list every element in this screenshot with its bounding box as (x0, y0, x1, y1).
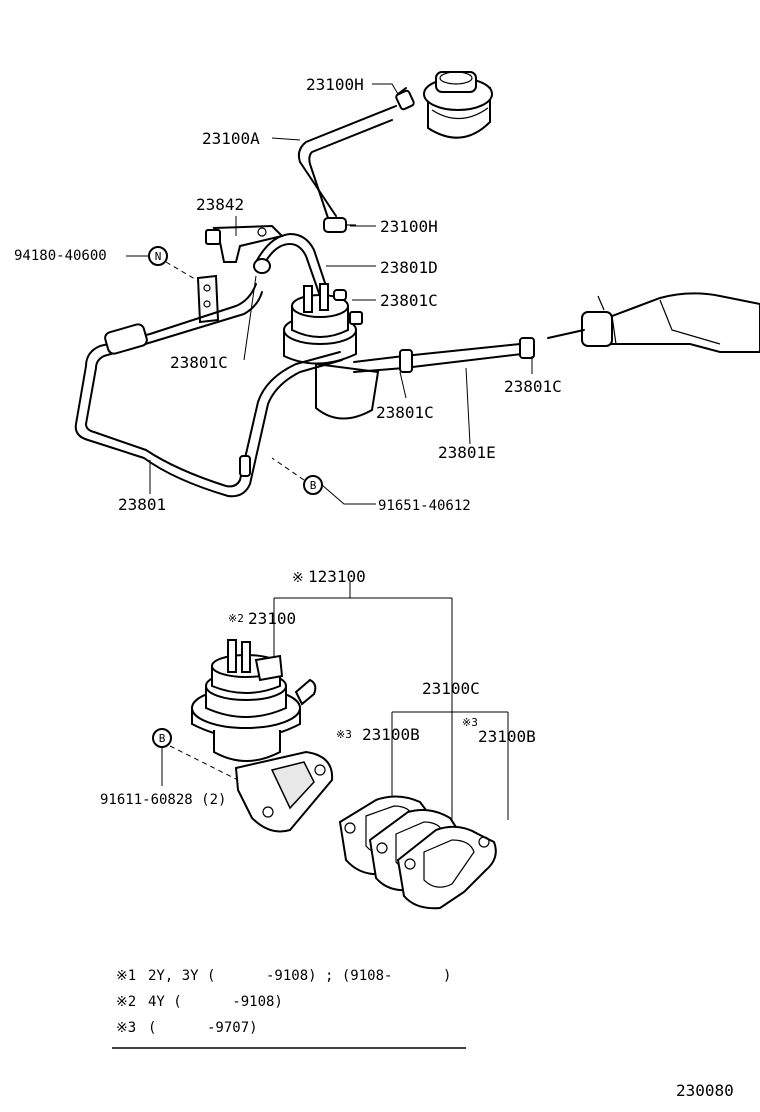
label-23801: 23801 (118, 495, 166, 514)
badge-n: N (148, 246, 168, 266)
badge-b-top: B (303, 475, 323, 495)
label-23100b-2-mark: ※3 (462, 716, 478, 729)
hose-clamp-top (395, 87, 415, 111)
badge-n-text: N (155, 250, 162, 263)
tube-23801d (255, 233, 329, 297)
label-23801e: 23801E (438, 443, 496, 462)
label-91611-60828: 91611-60828 (2) (100, 792, 226, 808)
leader-lines-upper (126, 83, 533, 505)
label-23801c-far-right: 23801C (504, 377, 562, 396)
label-23100c: 23100C (422, 679, 480, 698)
note-2-mark: ※2 (116, 994, 136, 1010)
carburetor-part (547, 292, 760, 353)
label-23100: 23100 (248, 609, 296, 628)
bracket-lower (196, 274, 220, 324)
fuel-pump-lower (191, 639, 334, 833)
label-23801d: 23801D (380, 258, 438, 277)
label-23801c-left: 23801C (170, 353, 228, 372)
label-91651-40612: 91651-40612 (378, 498, 471, 514)
label-23801c-lower: 23801C (376, 403, 434, 422)
hose-clamp-mid (323, 217, 356, 233)
label-23100b-2: 23100B (478, 727, 536, 746)
badge-b-bottom-text: B (159, 732, 166, 745)
badge-b-bottom: B (152, 728, 172, 748)
note-1-mark: ※1 (116, 968, 136, 984)
label-23100b-1: 23100B (362, 725, 420, 744)
bracket-23842 (205, 224, 284, 263)
hose-23100a (297, 105, 397, 219)
badge-b-top-text: B (310, 479, 317, 492)
clip-23801c-left (243, 258, 271, 361)
label-23100h-top: 23100H (306, 75, 364, 94)
label-23100b-1-mark: ※3 (336, 728, 352, 741)
label-23100-mark: ※2 (228, 612, 244, 625)
note-2-text: 4Y ( -9108) (148, 994, 283, 1010)
label-123100: 123100 (308, 567, 366, 586)
fuel-filter-canister (423, 71, 493, 139)
note-1-text: 2Y, 3Y ( -9108) ; (9108- ) (148, 968, 451, 984)
label-23801c-right: 23801C (380, 291, 438, 310)
label-23842: 23842 (196, 195, 244, 214)
diagram-number: 230080 (676, 1081, 734, 1100)
gasket-3 (396, 825, 497, 910)
label-123100-mark: ※ (292, 570, 304, 586)
note-3-text: ( -9707) (148, 1020, 258, 1036)
label-94180-40600: 94180-40600 (14, 248, 107, 264)
fuel-pump-upper (283, 283, 380, 420)
bolt-b-top-line (271, 457, 305, 481)
label-23100a: 23100A (202, 129, 260, 148)
notes-block: ※1 2Y, 3Y ( -9108) ; (9108- ) ※2 4Y ( -9… (112, 968, 466, 1049)
bolt-94180 (165, 261, 201, 283)
tube-23801 (74, 283, 343, 498)
note-3-mark: ※3 (116, 1020, 136, 1036)
hose-23801e (353, 337, 535, 373)
label-23100h-mid: 23100H (380, 217, 438, 236)
